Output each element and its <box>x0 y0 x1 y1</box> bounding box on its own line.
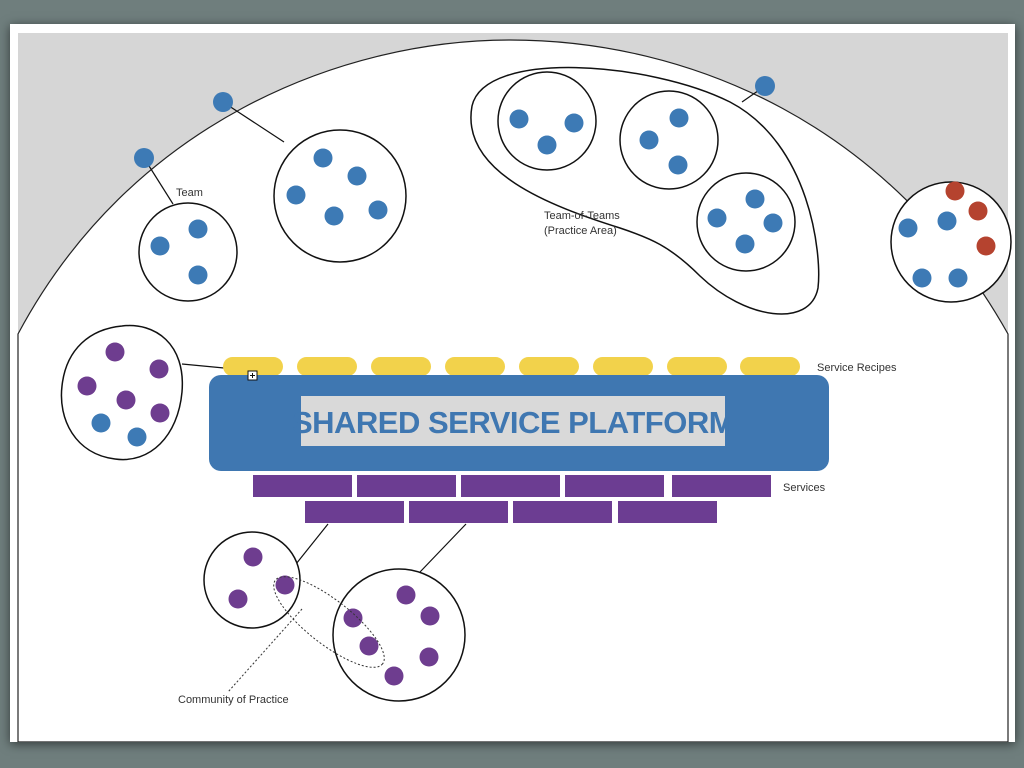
team-member <box>188 219 208 239</box>
team-member <box>127 427 147 447</box>
boundary-team-right <box>890 181 1012 303</box>
team-of-teams-sublabel: (Practice Area) <box>544 225 617 237</box>
dome-node <box>134 148 154 168</box>
service-recipes-row: Service Recipes <box>223 357 897 376</box>
service-member <box>116 390 136 410</box>
connector-line <box>419 523 467 573</box>
service-recipe[interactable] <box>667 357 727 376</box>
shared-service-platform: SHARED SERVICE PLATFORM <box>209 370 829 471</box>
service-block[interactable] <box>253 475 352 497</box>
team-circle[interactable] <box>138 202 238 302</box>
team-member <box>707 208 727 228</box>
service-block[interactable] <box>357 475 456 497</box>
services-label: Services <box>783 482 826 494</box>
external-member <box>945 181 965 201</box>
service-teams-bottom: Community of Practice <box>178 523 467 706</box>
service-member <box>359 636 379 656</box>
service-recipe[interactable] <box>740 357 800 376</box>
service-member <box>243 547 263 567</box>
team-member <box>509 109 529 129</box>
team-member <box>150 236 170 256</box>
service-member <box>105 342 125 362</box>
team-member <box>564 113 584 133</box>
service-recipe[interactable] <box>223 357 283 376</box>
team-member <box>324 206 344 226</box>
service-block[interactable] <box>565 475 664 497</box>
team-member <box>188 265 208 285</box>
service-member <box>228 589 248 609</box>
service-recipe[interactable] <box>445 357 505 376</box>
community-pointer-line <box>227 608 303 693</box>
service-member <box>150 403 170 423</box>
team-group-left: Team <box>134 92 407 302</box>
service-member <box>149 359 169 379</box>
service-block[interactable] <box>618 501 717 523</box>
team-member <box>912 268 932 288</box>
team-member <box>347 166 367 186</box>
community-of-practice-outline[interactable] <box>262 563 396 681</box>
service-member <box>384 666 404 686</box>
team-member <box>669 108 689 128</box>
service-member <box>420 606 440 626</box>
service-block[interactable] <box>513 501 612 523</box>
team-member <box>286 185 306 205</box>
team-circle[interactable] <box>273 129 407 263</box>
external-member <box>976 236 996 256</box>
service-member <box>396 585 416 605</box>
team-label: Team <box>176 187 203 199</box>
service-member <box>419 647 439 667</box>
team-member <box>735 234 755 254</box>
team-circle[interactable] <box>619 90 719 190</box>
service-block[interactable] <box>461 475 560 497</box>
service-member <box>343 608 363 628</box>
service-block[interactable] <box>409 501 508 523</box>
team-of-teams-label: Team-of-Teams <box>544 210 620 222</box>
team-member <box>745 189 765 209</box>
connector-line <box>222 101 285 143</box>
team-member <box>537 135 557 155</box>
plus-square-icon[interactable] <box>247 370 258 381</box>
team-circle[interactable] <box>497 71 597 171</box>
team-member <box>948 268 968 288</box>
slide: Team Team-of-Teams (Practice Area) <box>10 24 1015 742</box>
connector-line <box>295 523 329 565</box>
service-block[interactable] <box>672 475 771 497</box>
platform-title-box <box>301 396 725 446</box>
platform-title: SHARED SERVICE PLATFORM <box>292 405 734 440</box>
team-member <box>313 148 333 168</box>
dome-node <box>755 76 775 96</box>
external-member <box>968 201 988 221</box>
diagram-canvas: Team Team-of-Teams (Practice Area) <box>17 33 1012 742</box>
service-recipe[interactable] <box>371 357 431 376</box>
service-block[interactable] <box>305 501 404 523</box>
dome-node <box>213 92 233 112</box>
team-member <box>368 200 388 220</box>
service-recipe[interactable] <box>593 357 653 376</box>
community-of-practice-label: Community of Practice <box>178 694 289 706</box>
team-member <box>937 211 957 231</box>
team-member <box>763 213 783 233</box>
service-team-left <box>60 324 225 461</box>
service-recipe[interactable] <box>519 357 579 376</box>
team-circle[interactable] <box>696 172 796 272</box>
team-member <box>639 130 659 150</box>
team-member <box>668 155 688 175</box>
team-member <box>898 218 918 238</box>
service-member <box>275 575 295 595</box>
service-recipes-label: Service Recipes <box>817 362 897 374</box>
team-member <box>91 413 111 433</box>
service-recipe[interactable] <box>297 357 357 376</box>
services-bricks: Services <box>253 475 826 523</box>
team-of-teams-group: Team-of-Teams (Practice Area) <box>470 66 820 315</box>
service-member <box>77 376 97 396</box>
team-circle[interactable] <box>332 568 466 702</box>
connector-line <box>181 363 225 369</box>
